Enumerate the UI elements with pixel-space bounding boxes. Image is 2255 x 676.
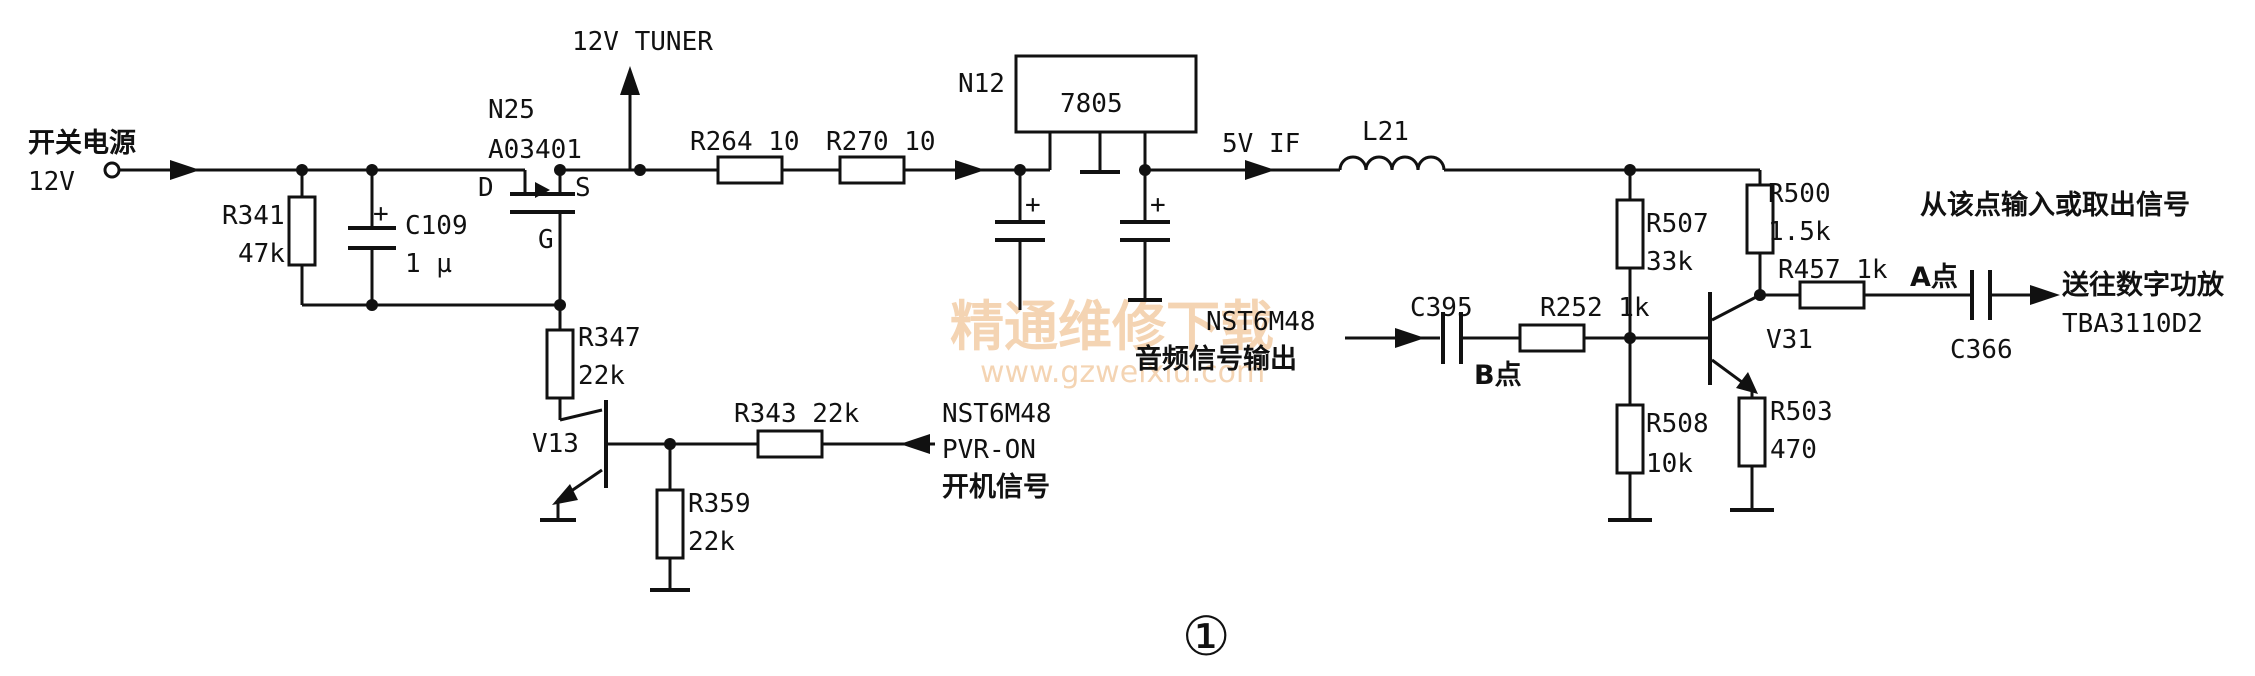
r457-resistor <box>1798 280 1866 310</box>
r264-resistor <box>716 155 784 185</box>
label-pvr-on: PVR-ON <box>942 435 1036 465</box>
label-v31: V31 <box>1766 325 1813 355</box>
label-l21: L21 <box>1362 117 1409 147</box>
labels: 开关电源 12V 12V TUNER N25 A03401 D S G R341… <box>28 27 2225 668</box>
watermark-text: 精通维修下载 <box>950 295 1274 358</box>
regulator-section: + + <box>640 54 1762 310</box>
label-n25: N25 <box>488 95 535 125</box>
label-r252: R252 1k <box>1540 293 1650 323</box>
label-r270: R270 10 <box>826 127 936 157</box>
pvr-on-arrow <box>900 434 930 454</box>
label-r359-value: 22k <box>688 527 735 557</box>
input-terminal <box>103 161 121 179</box>
figure-number: ① <box>1182 605 1230 668</box>
label-r508: R508 <box>1646 409 1709 439</box>
audio-in-arrow <box>1395 328 1425 348</box>
cap-right-plus: + <box>1150 190 1166 220</box>
r270-resistor <box>838 155 906 185</box>
label-c109: C109 <box>405 211 468 241</box>
r359-resistor <box>655 488 685 560</box>
label-pin-d: D <box>478 173 494 203</box>
v31-emitter-arrow <box>1736 372 1758 394</box>
label-power-on-cn: 开机信号 <box>942 472 1050 503</box>
r347-resistor <box>545 328 575 400</box>
label-r503-value: 470 <box>1770 435 1817 465</box>
label-power-in-cn: 开关电源 <box>28 128 136 159</box>
regulator-7805 <box>1014 54 1198 134</box>
label-r341: R341 <box>222 201 285 231</box>
r252-resistor <box>1518 323 1586 353</box>
label-7805: 7805 <box>1060 89 1123 119</box>
label-nst-audio: NST6M48 <box>1206 307 1316 337</box>
c109-plus: + <box>373 199 389 229</box>
label-c366: C366 <box>1950 335 2013 365</box>
label-a-point: A点 <box>1910 262 1958 293</box>
label-pin-s: S <box>575 173 591 203</box>
mosfet-arrow <box>535 182 550 198</box>
cap-left-plus: + <box>1025 190 1041 220</box>
audio-amp-section <box>1345 164 2060 522</box>
label-r341-value: 47k <box>238 239 285 269</box>
label-r503: R503 <box>1770 397 1833 427</box>
r270-arrow <box>955 160 985 180</box>
label-5v-if: 5V IF <box>1222 129 1300 159</box>
label-r343: R343 22k <box>734 399 860 429</box>
label-r264: R264 10 <box>690 127 800 157</box>
label-nst-pvr: NST6M48 <box>942 399 1052 429</box>
v13-emitter-arrow <box>552 484 578 505</box>
label-audio-out-cn: 音频信号输出 <box>1135 343 1297 375</box>
label-io-note-cn: 从该点输入或取出信号 <box>1920 189 2190 221</box>
label-v13: V13 <box>532 429 579 459</box>
label-r347: R347 <box>578 323 641 353</box>
label-pin-g: G <box>538 225 554 255</box>
label-tuner: 12V TUNER <box>572 27 713 57</box>
label-amp-cn: 送往数字功放 <box>2062 269 2225 301</box>
power-switch-section: + <box>103 66 935 592</box>
r508-resistor <box>1615 403 1645 475</box>
label-r457: R457 1k <box>1778 255 1888 285</box>
input-arrow <box>170 160 200 180</box>
r503-resistor <box>1737 396 1767 468</box>
label-r507: R507 <box>1646 209 1709 239</box>
label-ao3401: A03401 <box>488 135 582 165</box>
label-power-in-v: 12V <box>28 167 75 197</box>
label-r359: R359 <box>688 489 751 519</box>
watermark: 精通维修下载 www.gzweixiu.com <box>950 295 1274 390</box>
r343-resistor <box>756 429 824 459</box>
label-tba: TBA3110D2 <box>2062 309 2203 339</box>
r507-resistor <box>1615 198 1645 270</box>
amp-out-arrow <box>2030 285 2060 305</box>
label-r500-value: 1.5k <box>1768 217 1831 247</box>
label-c395: C395 <box>1410 293 1473 323</box>
r341-resistor <box>287 195 317 267</box>
label-r347-value: 22k <box>578 361 625 391</box>
label-r507-value: 33k <box>1646 247 1693 277</box>
l21-inductor <box>1338 155 1446 171</box>
watermark-url: www.gzweixiu.com <box>980 355 1265 390</box>
label-b-point: B点 <box>1474 360 1522 391</box>
label-c109-value: 1 µ <box>405 249 452 279</box>
tuner-arrow <box>620 66 640 95</box>
5v-if-arrow <box>1245 160 1275 180</box>
label-r500: R500 <box>1768 179 1831 209</box>
label-r508-value: 10k <box>1646 449 1693 479</box>
label-n12: N12 <box>958 69 1005 99</box>
